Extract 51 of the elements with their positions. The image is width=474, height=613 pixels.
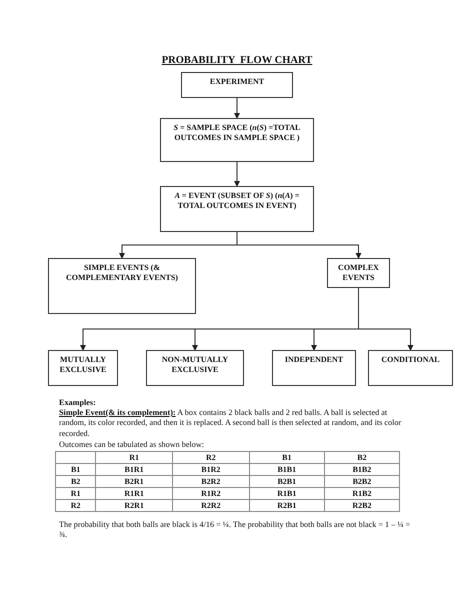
table-cell: B2B1	[249, 476, 324, 488]
table-cell: R2R2	[172, 500, 250, 512]
table-row-header-cell: R2	[56, 500, 96, 512]
box-text: S = SAMPLE SPACE (n(S) =TOTAL OUTCOMES IN SAMPLE SPACE )	[172, 123, 302, 143]
table-header-cell: R1	[96, 452, 172, 464]
box-text: COMPLEX EVENTS	[337, 263, 380, 283]
arrow	[234, 162, 240, 187]
process-box	[181, 72, 293, 98]
box-text: MUTUALLY EXCLUSIVE	[58, 355, 108, 375]
process-box	[146, 350, 244, 386]
table-cell: R1R2	[172, 488, 250, 500]
process-box	[48, 350, 118, 386]
table-cell: R2B1	[249, 500, 324, 512]
table-cell: B1B1	[249, 464, 324, 476]
table-cell: B1B2	[324, 464, 400, 476]
arrow	[358, 288, 414, 351]
process-box	[160, 186, 314, 232]
table-cell: B2B2	[324, 476, 400, 488]
table-cell: B2R2	[172, 476, 250, 488]
table-cell: B2R1	[96, 476, 172, 488]
heading: Examples:	[59, 398, 97, 408]
box-text: CONDITIONAL	[381, 355, 440, 365]
table-cell: R2B2	[324, 500, 400, 512]
box-text: A = EVENT (SUBSET OF S) (n(A) = TOTAL OUTCOMES IN EVENT)	[173, 191, 300, 211]
chart-title: PROBABILITY FLOW CHART	[162, 55, 312, 66]
arrow	[234, 98, 240, 119]
process-box	[272, 350, 356, 386]
process-box	[160, 118, 314, 162]
table-row-header-cell: B2	[56, 476, 96, 488]
process-box	[368, 350, 453, 386]
box-text: EXPERIMENT	[210, 77, 264, 87]
table-cell: B1R2	[172, 464, 250, 476]
table-header-cell: R2	[172, 452, 250, 464]
box-text: SIMPLE EVENTS (& COMPLEMENTARY EVENTS)	[65, 263, 179, 283]
table-cell: B1R1	[96, 464, 172, 476]
paragraph: The probability that both balls are black is 4/16 = ¼. The probability that both balls are not black = 1 – ¼ = ¾.	[59, 520, 411, 540]
box-text: NON-MUTUALLY EXCLUSIVE	[160, 355, 230, 375]
table-cell: R1B2	[324, 488, 400, 500]
paragraph: Outcomes can be tabulated as shown below:	[59, 440, 206, 450]
process-box	[327, 258, 390, 288]
process-box	[48, 258, 196, 314]
table-row-header-cell: R1	[56, 488, 96, 500]
table-header-cell: B2	[324, 452, 400, 464]
box-text: INDEPENDENT	[284, 355, 344, 365]
table-header-cell: B1	[249, 452, 324, 464]
table-row-header-cell: B1	[56, 464, 96, 476]
table-cell: R1R1	[96, 488, 172, 500]
arrow	[236, 232, 362, 259]
paragraph: Simple Event(& its complement): A box contains 2 black balls and 2 red balls. A ball is selected at random, its color recorded, and then it is replaced. A second ball is then selected at random, and its color recorded.	[59, 408, 402, 439]
table-cell: R1B1	[249, 488, 324, 500]
table-cell: R2R1	[96, 500, 172, 512]
